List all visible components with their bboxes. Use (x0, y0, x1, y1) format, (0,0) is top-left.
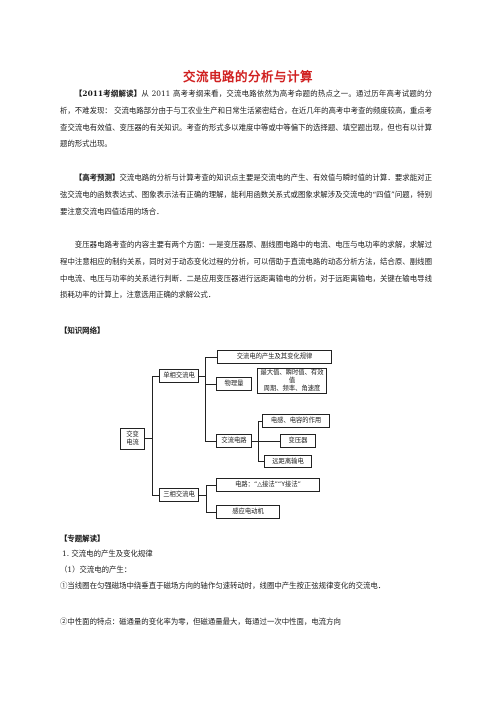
knowledge-network-diagram: 交变 电流 单相交流电 三相交流电 交流电的产生及其变化规律 物理量 最大值、瞬… (120, 344, 380, 528)
node-transformer: 变压器 (280, 434, 316, 448)
wire-to-single (152, 376, 159, 377)
node-three-phase: 三相交流电 (159, 488, 199, 502)
exam-outline-tag: 【2011考纲解读】 (74, 89, 142, 98)
transformer-paragraph: 变压器电路考查的内容主要有两个方面：一是变压器原、副线圈电路中的电流、电压与电功… (60, 240, 432, 300)
exam-outline-text: 从 2011 高考考纲来看，交流电路依然为高考命题的热点之一。通过历年高考试题的… (60, 89, 432, 149)
node-generation: 交流电的产生及其变化规律 (217, 350, 332, 364)
node-rlc: 电感、电容的作用 (262, 414, 330, 428)
wire-to-three (152, 495, 159, 496)
node-alternating-current: 交变 电流 (120, 428, 145, 450)
wire-circuit-out (252, 441, 258, 442)
wire-to-transformer (258, 441, 280, 442)
node-ac-circuit: 交流电路 (216, 434, 252, 448)
wire-to-circuit (205, 441, 216, 442)
wire-single-out (199, 376, 205, 377)
node-single-phase: 单相交流电 (159, 369, 199, 383)
node-motor: 感应电动机 (216, 505, 280, 519)
wire-to-quantity (205, 384, 216, 385)
forecast-text: 交流电路的分析与计算考查的知识点主要是交流电的产生、有效值与瞬时值的计算．要求能… (60, 173, 432, 216)
special-topic-heading: 【专题解读】 (60, 534, 105, 543)
section-1-heading: 1. 交流电的产生及变化规律 (62, 549, 153, 558)
exam-outline-paragraph: 【2011考纲解读】从 2011 高考考纲来看，交流电路依然为高考命题的热点之一… (60, 86, 432, 153)
wire-three-vertical (206, 485, 207, 512)
node-physical-quantity: 物理量 (216, 377, 252, 391)
node-transmission: 远距离输电 (264, 455, 312, 468)
wire-root (145, 438, 152, 439)
forecast-tag: 【高考预测】 (74, 173, 120, 182)
forecast-paragraph: 【高考预测】交流电路的分析与计算考查的知识点主要是交流电的产生、有效值与瞬时值的… (60, 170, 432, 220)
wire-to-connection (206, 485, 216, 486)
wire-three-out (199, 495, 206, 496)
section-1-1-heading: （1）交流电的产生： (60, 565, 132, 574)
wire-to-transmission (258, 461, 264, 462)
wire-to-rlc (258, 421, 262, 422)
node-connection: 电路：“△接法”“Y接法” (216, 478, 320, 492)
section-1-1-point-a: ①当线圈在匀强磁场中绕垂直于磁场方向的轴作匀速转动时，线圈中产生按正弦规律变化的… (60, 581, 386, 590)
page-title: 交流电路的分析与计算 (182, 69, 313, 84)
wire-single-vertical (205, 357, 206, 441)
section-1-1-point-b: ②中性面的特点：磁通量的变化率为零，但磁通量最大，每通过一次中性面，电流方向 (60, 617, 341, 626)
wire-to-motor (206, 512, 216, 513)
knowledge-network-heading: 【知识网络】 (60, 326, 105, 335)
node-quantities: 最大值、瞬时值、有效值 周期、频率、角速度 (257, 368, 327, 394)
wire-to-generation (205, 357, 217, 358)
wire-root-vertical (152, 376, 153, 495)
